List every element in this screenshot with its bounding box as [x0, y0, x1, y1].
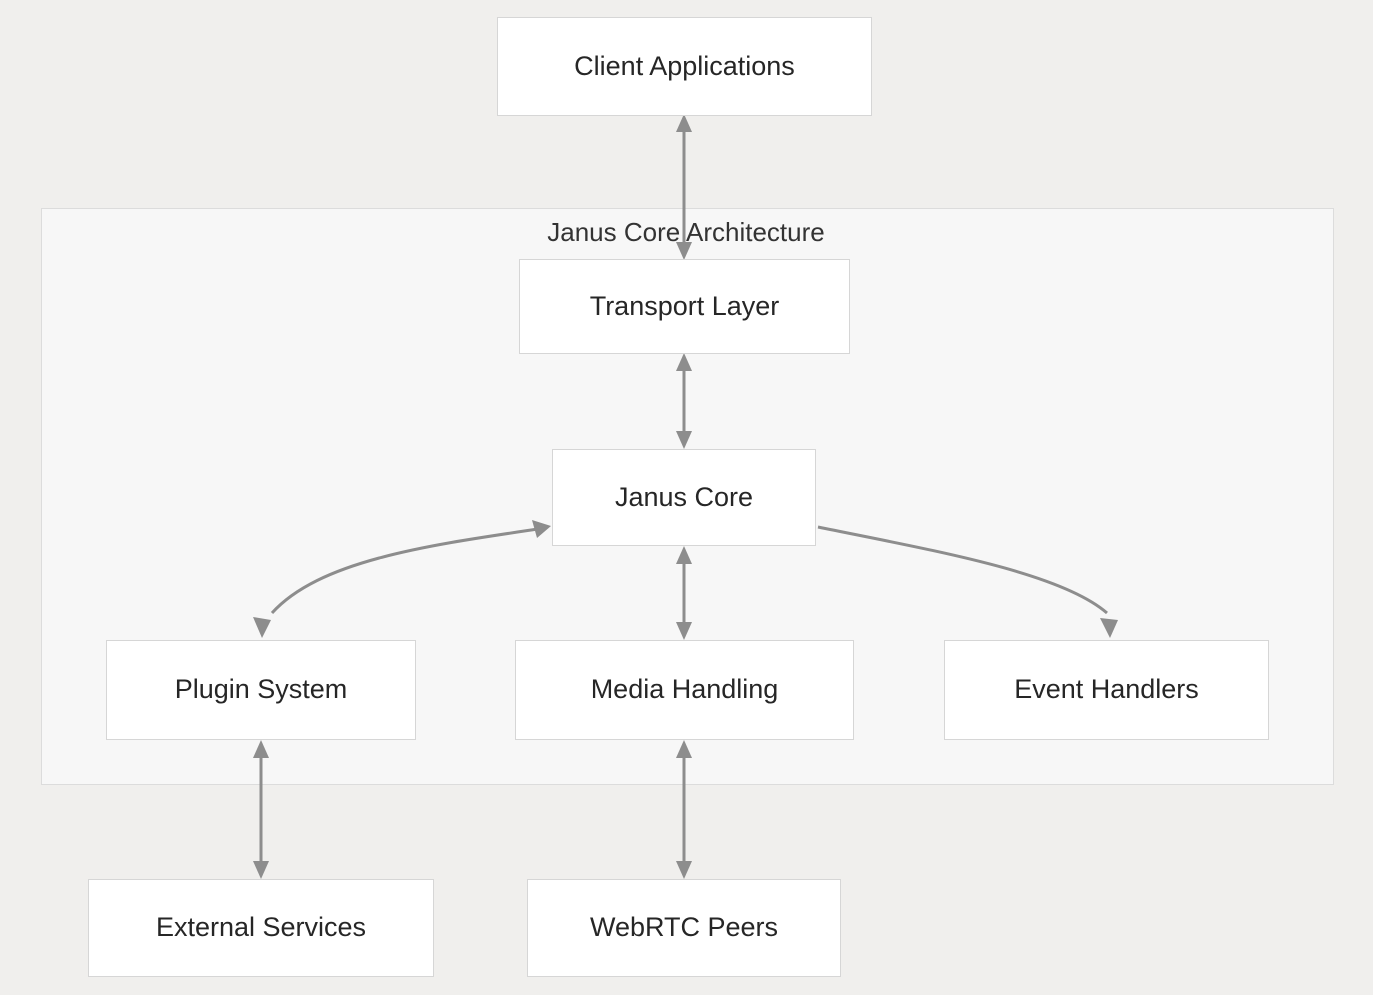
node-media-handling[interactable]: Media Handling [515, 640, 854, 740]
node-transport-layer[interactable]: Transport Layer [519, 259, 850, 354]
node-plugin-system[interactable]: Plugin System [106, 640, 416, 740]
node-janus-core[interactable]: Janus Core [552, 449, 816, 546]
node-webrtc-peers[interactable]: WebRTC Peers [527, 879, 841, 977]
node-event-handlers[interactable]: Event Handlers [944, 640, 1269, 740]
node-external-services[interactable]: External Services [88, 879, 434, 977]
node-client-applications[interactable]: Client Applications [497, 17, 872, 116]
subgraph-label: Janus Core Architecture [547, 217, 825, 247]
